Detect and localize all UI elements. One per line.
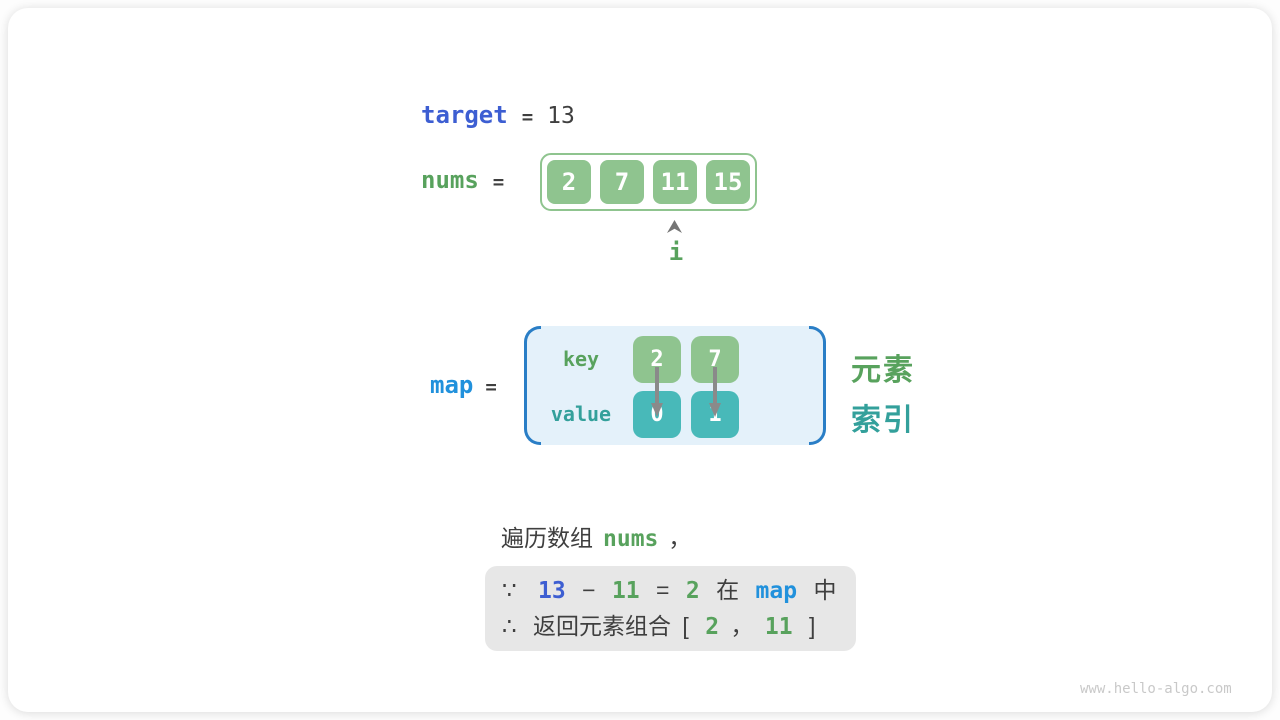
map-left-bracket [524,326,541,445]
in-prefix-text: 在 [716,577,740,603]
reasoning-callout: ∵ 13 − 11 = 2 在 map 中 ∴ 返回元素组合 [ 2 ， 11 … [485,566,856,651]
legend-element-label: 元素 [851,354,915,387]
map-table: key value 2 7 0 1 [524,326,826,445]
therefore-symbol: ∴ [502,613,517,639]
minus-sign: − [582,577,596,603]
key-to-value-arrow-icon [651,367,663,417]
map-key-cell: 2 [633,336,681,383]
because-symbol: ∵ [502,577,517,603]
close-bracket: ] [808,613,816,639]
value-row-label: value [550,402,612,426]
up-arrowhead-icon [667,220,682,233]
return-text: 返回元素组合 [533,613,672,639]
map-variable: map [430,371,474,399]
index-pointer-label: i [668,238,684,266]
target-value: 13 [547,103,575,129]
two-sum-hashmap-diagram: target = 13 nums = 2 7 11 15 i map = key… [8,8,1272,712]
nums-line: nums = [421,166,518,194]
pair-first-value: 2 [705,614,720,640]
array-cell: 15 [706,160,750,204]
caption-line: 遍历数组 nums ， [501,519,691,553]
comma: ， [730,613,754,639]
caption-prefix: 遍历数组 [501,525,593,551]
map-right-bracket [809,326,826,445]
equals-sign: = [492,171,505,193]
target-variable: target [421,101,508,129]
open-bracket: [ [682,613,689,639]
nums-array: 2 7 11 15 [540,153,757,211]
subtrahend-value: 11 [611,578,640,604]
array-cell: 2 [547,160,591,204]
in-suffix-text: 中 [813,577,837,603]
target-line: target = 13 [421,101,575,129]
caption-code-nums: nums [603,526,659,552]
nums-variable: nums [421,166,479,194]
watermark: www.hello-algo.com [1080,681,1232,697]
callout-line-because: ∵ 13 − 11 = 2 在 map 中 [502,573,856,609]
diagram-card: target = 13 nums = 2 7 11 15 i map = key… [8,8,1272,712]
map-line: map = [430,371,509,399]
legend-index-label: 索引 [851,404,915,437]
map-reference: map [755,578,798,604]
key-to-value-arrow-icon [709,367,721,417]
caption-suffix: ， [668,525,692,551]
equals-sign: = [656,577,670,603]
array-cell: 7 [600,160,644,204]
callout-line-therefore: ∴ 返回元素组合 [ 2 ， 11 ] [502,609,856,645]
pair-second-value: 11 [764,614,793,640]
map-key-cell: 7 [691,336,739,383]
key-row-label: key [562,347,600,371]
minuend-value: 13 [538,578,566,604]
array-cell: 11 [653,160,697,204]
equals-sign: = [521,106,534,128]
result-value: 2 [685,578,700,604]
equals-sign: = [485,376,497,398]
